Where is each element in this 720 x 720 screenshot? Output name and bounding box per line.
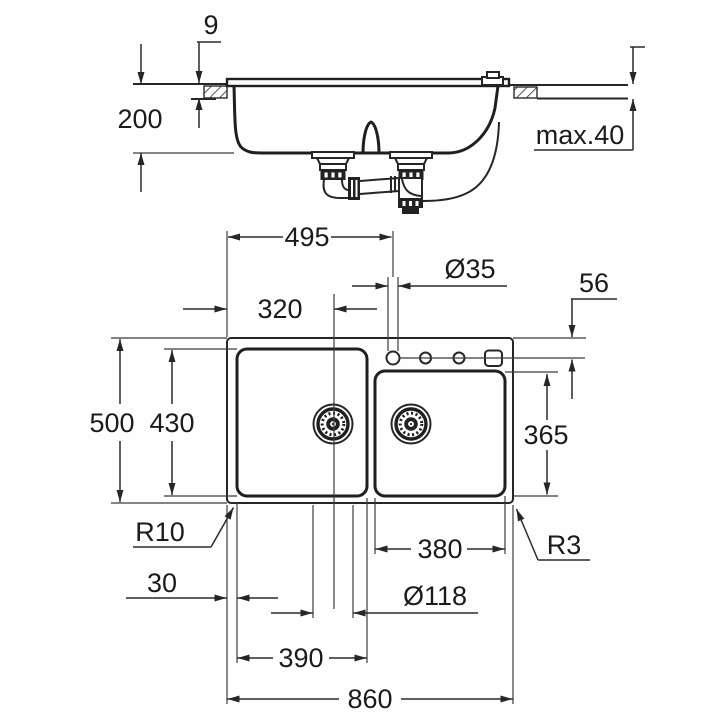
- pipe-coupling-left: [348, 177, 360, 200]
- plan-view-dimensions: 495 Ø35 320 56 500 430 365: [86, 219, 617, 717]
- main-bowl: [235, 347, 369, 498]
- dim-label-bowl-depth: 200: [117, 104, 162, 134]
- plan-view: 495 Ø35 320 56 500 430 365: [86, 219, 617, 717]
- dim-label-outer-corner-radius: R3: [547, 530, 582, 560]
- bowl-divider-profile: [361, 120, 381, 154]
- sink-outline: [226, 337, 514, 504]
- countertop-hatch-left: [203, 85, 228, 99]
- dim-label-overall-width: 860: [347, 684, 392, 714]
- overflow-hose: [422, 121, 500, 202]
- left-drain-fitting: [311, 151, 355, 181]
- dim-label-second-bowl-width: 380: [417, 534, 462, 564]
- dim-label-second-bowl-depth: 365: [523, 420, 568, 450]
- side-view-dimensions: 9 200 max.40: [114, 7, 645, 192]
- deck-holes: [385, 349, 585, 367]
- dim-label-countertop-thickness: max.40: [536, 120, 625, 150]
- side-view: 9 200 max.40: [114, 7, 645, 214]
- dim-label-overall-depth: 500: [89, 408, 134, 438]
- main-bowl-drain: [311, 402, 355, 446]
- second-bowl: [373, 369, 507, 498]
- sink-rim-section: [225, 71, 511, 88]
- right-drain-fitting: [389, 151, 433, 181]
- drain-plumbing: [311, 121, 500, 214]
- countertop-section: [133, 83, 628, 100]
- dim-label-tap-hole-diameter: Ø35: [444, 254, 495, 284]
- dim-label-inner-corner-radius: R10: [135, 517, 185, 547]
- dim-label-drain-diameter: Ø118: [403, 581, 467, 611]
- dim-label-tap-hole-from-left: 495: [284, 222, 329, 252]
- bowl-profile-section: [232, 85, 500, 155]
- countertop-hatch-right: [513, 86, 538, 99]
- dim-label-rim-height: 9: [203, 10, 218, 40]
- dim-label-main-bowl-width: 390: [278, 643, 323, 673]
- tap-hole: [385, 350, 401, 366]
- dim-label-holes-row-offset: 56: [579, 268, 609, 298]
- second-bowl-drain: [389, 402, 433, 446]
- waste-knob-top: [486, 71, 500, 79]
- dim-label-side-margin: 30: [147, 568, 177, 598]
- dim-label-main-bowl-center: 320: [257, 294, 302, 324]
- dim-label-inner-depth: 430: [149, 408, 194, 438]
